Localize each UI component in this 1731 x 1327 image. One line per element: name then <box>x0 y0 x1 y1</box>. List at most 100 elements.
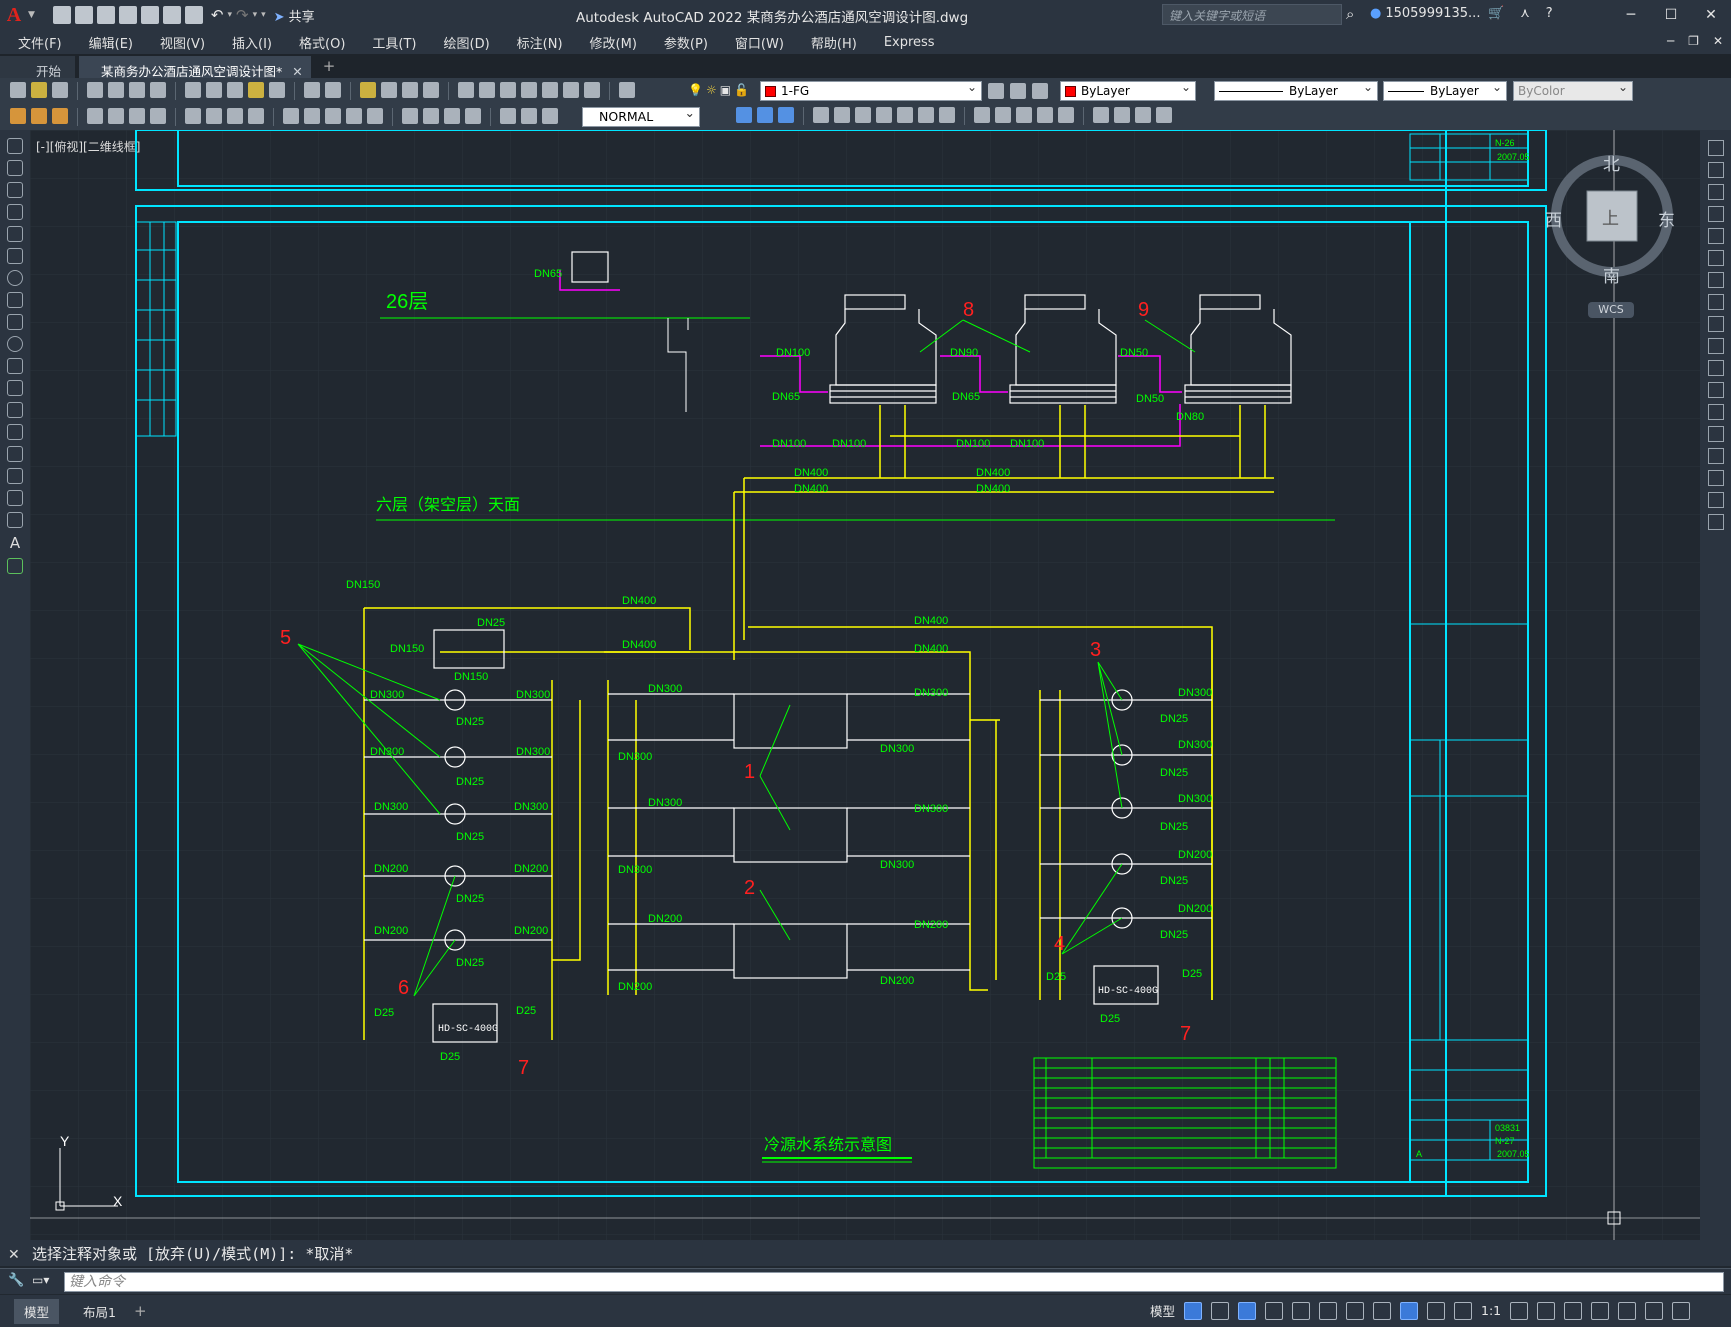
viewcube-face[interactable] <box>1586 190 1638 242</box>
undo-icon[interactable] <box>304 82 320 98</box>
annotation-monitor-icon[interactable] <box>1454 1301 1473 1320</box>
annotation-icon[interactable] <box>10 108 26 124</box>
layer-dropdown[interactable]: 1-FG ⌄ <box>760 80 982 101</box>
array-icon[interactable] <box>1707 228 1724 244</box>
layer-viewport-icon[interactable]: ▣ <box>719 83 732 97</box>
markup-icon[interactable] <box>542 82 558 98</box>
draworder-back-icon[interactable] <box>1114 107 1130 123</box>
add-layout-icon[interactable]: + <box>133 1302 147 1320</box>
minimize-icon[interactable]: ─ <box>1626 7 1636 23</box>
dim-edit-icon[interactable] <box>500 108 516 124</box>
dim-update-icon[interactable] <box>542 108 558 124</box>
multiline-text-icon[interactable]: A <box>9 534 21 552</box>
draworder-front-icon[interactable] <box>1093 107 1109 123</box>
menu-format[interactable]: 格式(O) <box>299 36 346 52</box>
chamfer-icon[interactable] <box>1707 448 1724 464</box>
search-icon[interactable]: ⌕ <box>1346 5 1355 23</box>
dim-baseline-icon[interactable] <box>304 108 320 124</box>
design-center-icon[interactable] <box>479 82 495 98</box>
maximize-icon[interactable]: ☐ <box>1664 7 1678 23</box>
isodraft-icon[interactable] <box>1292 1301 1311 1320</box>
layer-match-icon[interactable] <box>1032 83 1048 99</box>
hardware-acceleration-icon[interactable] <box>1618 1301 1637 1320</box>
zoom-previous-icon[interactable] <box>423 82 439 98</box>
viewcube-west[interactable]: 西 <box>1545 211 1562 231</box>
break-at-point-icon[interactable] <box>1707 382 1724 398</box>
customization-menu-icon[interactable] <box>1672 1301 1691 1320</box>
properties-icon[interactable] <box>458 82 474 98</box>
mirror-icon[interactable] <box>1707 184 1724 200</box>
menu-help[interactable]: 帮助(H) <box>810 36 857 52</box>
plot-preview-icon[interactable] <box>108 82 124 98</box>
doc-restore-icon[interactable]: ❐ <box>1688 34 1699 48</box>
dim-text-edit-icon[interactable] <box>521 108 537 124</box>
cut-icon[interactable] <box>185 82 201 98</box>
tool-palettes-icon[interactable] <box>500 82 516 98</box>
lineweight-dropdown[interactable]: ByLayer <box>1383 78 1507 101</box>
model-space-label[interactable]: 模型 <box>1150 1304 1176 1319</box>
menu-tools[interactable]: 工具(T) <box>372 36 417 52</box>
share-button[interactable]: 共享 <box>274 6 315 25</box>
lineweight-icon[interactable] <box>1373 1301 1392 1320</box>
layer-freeze-icon[interactable]: ☼ <box>705 83 717 97</box>
annotation-visibility-icon[interactable] <box>1400 1301 1419 1320</box>
jogged-linear-icon[interactable] <box>465 108 481 124</box>
calculator-icon[interactable] <box>563 82 579 98</box>
save-as-icon[interactable] <box>118 6 137 24</box>
undo-icon[interactable]: ↶ <box>210 6 224 24</box>
inspection-icon[interactable] <box>444 108 460 124</box>
move-icon[interactable] <box>834 107 850 123</box>
match-properties-icon[interactable] <box>248 82 264 98</box>
spline-icon[interactable] <box>7 314 23 330</box>
layer-properties-icon[interactable] <box>619 82 635 98</box>
draworder-above-icon[interactable] <box>1135 107 1151 123</box>
viewcube-east[interactable]: 东 <box>1658 211 1675 231</box>
add-icon[interactable] <box>1537 1301 1556 1320</box>
add-selected-icon[interactable] <box>7 558 23 574</box>
undo-dropdown-icon[interactable]: ▾ <box>227 10 233 20</box>
search-input[interactable]: 键入关键字或短语 <box>1162 4 1342 25</box>
stretch-icon[interactable] <box>1707 316 1724 332</box>
menu-dimension[interactable]: 标注(N) <box>516 36 563 52</box>
tolerance-icon[interactable] <box>402 108 418 124</box>
gradient-icon[interactable] <box>7 468 23 484</box>
menu-modify[interactable]: 修改(M) <box>589 36 637 52</box>
color-dropdown[interactable]: ByLayer <box>1060 78 1196 101</box>
block-editor-icon[interactable] <box>269 82 285 98</box>
text-style-icon[interactable] <box>31 108 47 124</box>
offset-icon[interactable] <box>778 107 794 123</box>
layout-tab-model[interactable]: 模型 <box>14 1298 60 1324</box>
dim-aligned-icon[interactable] <box>108 108 124 124</box>
3d-print-icon[interactable] <box>150 82 166 98</box>
save-icon[interactable] <box>96 6 115 24</box>
ortho-icon[interactable] <box>1238 1301 1257 1320</box>
qnew-icon[interactable] <box>10 82 26 98</box>
open-file-icon[interactable] <box>74 6 93 24</box>
user-account[interactable]: 1505999135... <box>1370 6 1480 21</box>
extend-icon[interactable] <box>1707 360 1724 376</box>
dim-radius-icon[interactable] <box>185 108 201 124</box>
viewcube-south[interactable]: 南 <box>1603 267 1620 287</box>
save-icon[interactable] <box>52 82 68 98</box>
layer-lock-icon[interactable]: 🔓 <box>734 83 750 97</box>
menu-file[interactable]: 文件(F) <box>18 36 62 52</box>
tab-drawing[interactable]: 某商务办公酒店通风空调设计图*✕ <box>79 56 311 79</box>
customize-qa-icon[interactable]: ▾ <box>261 10 266 20</box>
linetype-dropdown[interactable]: ByLayer <box>1214 78 1378 101</box>
menu-window[interactable]: 窗口(W) <box>734 36 784 52</box>
move-icon[interactable] <box>1707 250 1724 266</box>
open-icon[interactable] <box>31 82 47 98</box>
paste-icon[interactable] <box>227 82 243 98</box>
mirror-icon[interactable] <box>757 107 773 123</box>
wrench-icon[interactable]: 🔧 <box>8 1273 25 1288</box>
command-input[interactable]: 键入命令 <box>64 1272 1724 1292</box>
ellipse-icon[interactable] <box>7 336 23 352</box>
table-icon[interactable] <box>7 512 23 528</box>
explode-icon[interactable] <box>1058 107 1074 123</box>
auto-scale-icon[interactable] <box>1427 1301 1446 1320</box>
menu-parametric[interactable]: 参数(P) <box>663 36 708 52</box>
zoom-window-icon[interactable] <box>402 82 418 98</box>
region-icon[interactable] <box>7 490 23 506</box>
trim-icon[interactable] <box>1707 338 1724 354</box>
circle-icon[interactable] <box>7 270 23 286</box>
